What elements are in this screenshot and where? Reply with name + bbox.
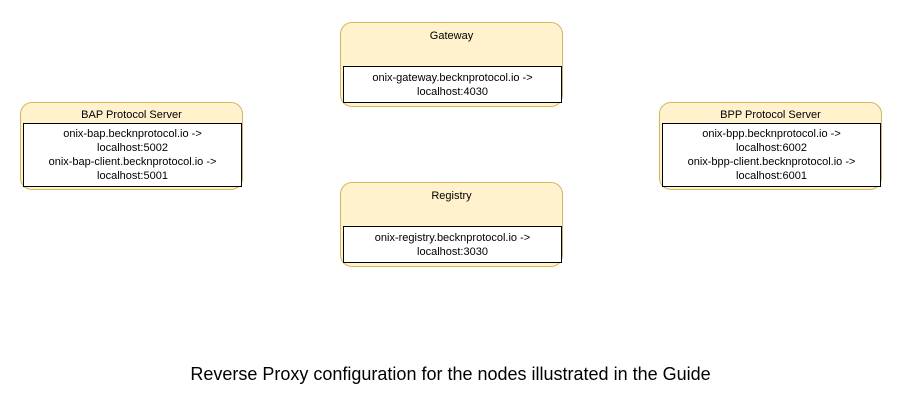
- node-bap-mapping-line: localhost:5001: [97, 170, 168, 182]
- node-bpp-mapping-line: localhost:6002: [736, 142, 807, 154]
- node-registry-mapping-line: onix-registry.becknprotocol.io ->: [374, 231, 531, 244]
- node-bpp-title: BPP Protocol Server: [720, 109, 821, 121]
- node-bap-title: BAP Protocol Server: [81, 109, 182, 121]
- node-registry[interactable]: Registry onix-registry.becknprotocol.io …: [340, 182, 563, 267]
- node-bpp-mapping-line: localhost:6001: [736, 170, 807, 182]
- node-gateway-title: Gateway: [429, 30, 474, 42]
- node-bpp-mapping-line: onix-bpp.becknprotocol.io ->: [702, 128, 841, 140]
- node-bpp-protocol-server[interactable]: BPP Protocol Server onix-bpp.becknprotoc…: [659, 102, 882, 190]
- node-bap-mapping-line: onix-bap-client.becknprotocol.io ->: [48, 156, 217, 168]
- node-registry-mapping-line: localhost:3030: [417, 245, 488, 258]
- node-bap-mapping-line: localhost:5002: [97, 142, 168, 154]
- node-gateway-mapping-line: localhost:4030: [417, 85, 488, 98]
- node-gateway[interactable]: Gateway onix-gateway.becknprotocol.io ->…: [340, 22, 563, 107]
- node-bpp-mapping-panel: onix-bpp.becknprotocol.io -> localhost:6…: [662, 123, 881, 187]
- node-registry-title: Registry: [431, 190, 472, 202]
- node-bap-protocol-server[interactable]: BAP Protocol Server onix-bap.becknprotoc…: [20, 102, 243, 190]
- node-bap-mapping-panel: onix-bap.becknprotocol.io -> localhost:5…: [23, 123, 242, 187]
- diagram-caption: Reverse Proxy configuration for the node…: [190, 364, 711, 384]
- node-bap-mapping-line: onix-bap.becknprotocol.io ->: [63, 128, 202, 140]
- node-bpp-mapping-line: onix-bpp-client.becknprotocol.io ->: [687, 156, 856, 168]
- node-registry-mapping-panel: onix-registry.becknprotocol.io -> localh…: [343, 226, 562, 263]
- node-gateway-mapping-panel: onix-gateway.becknprotocol.io -> localho…: [343, 66, 562, 103]
- node-gateway-mapping-line: onix-gateway.becknprotocol.io ->: [372, 71, 533, 84]
